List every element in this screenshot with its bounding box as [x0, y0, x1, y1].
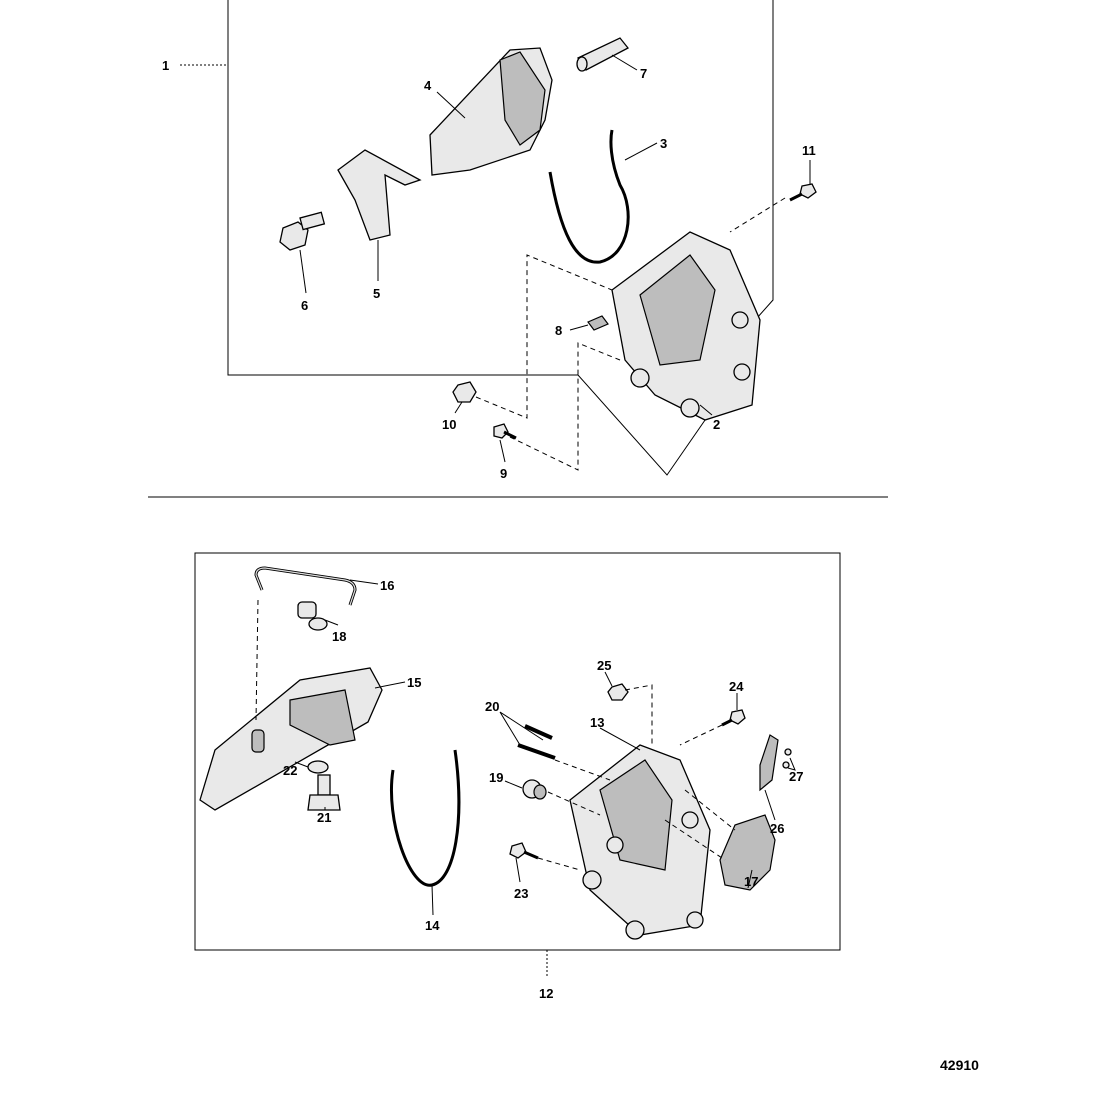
- leader: [515, 857, 521, 883]
- callout-22: 22: [283, 763, 297, 778]
- part-2-housing: [611, 231, 761, 421]
- callout-7: 7: [640, 66, 647, 81]
- callout-3: 3: [660, 136, 667, 151]
- part-18-fitting: [297, 601, 328, 631]
- part-21-bolt: [307, 774, 341, 811]
- callout-16: 16: [380, 578, 394, 593]
- part-20-screws: [517, 724, 556, 760]
- leader: [604, 671, 613, 687]
- callout-12: 12: [539, 986, 553, 1001]
- callout-14: 14: [425, 918, 440, 933]
- part-17-switch: [719, 814, 776, 891]
- part-15-cover: [199, 667, 383, 811]
- leader: [374, 681, 406, 689]
- assembly-line: [679, 724, 723, 746]
- callout-21: 21: [317, 810, 331, 825]
- callout-11: 11: [802, 143, 816, 158]
- leader: [599, 727, 641, 751]
- leader: [624, 142, 658, 161]
- callout-20: 20: [485, 699, 499, 714]
- callout-26: 26: [770, 821, 784, 836]
- leader: [764, 789, 776, 821]
- part-27-screws: [782, 748, 792, 769]
- part-7-pin: [576, 37, 630, 72]
- callout-27: 27: [789, 769, 803, 784]
- part-26-bracket: [759, 734, 779, 792]
- lower-kit-outline: [194, 552, 841, 951]
- callout-10: 10: [442, 417, 456, 432]
- leader: [454, 401, 463, 414]
- leader: [294, 761, 309, 768]
- callout-5: 5: [373, 286, 380, 301]
- assembly-line: [547, 791, 601, 816]
- callout-19: 19: [489, 770, 503, 785]
- leader: [349, 579, 379, 585]
- part-23-screw: [509, 842, 539, 860]
- part-11-screw: [789, 183, 817, 202]
- figure-number: 42910: [940, 1057, 979, 1073]
- leader: [499, 439, 506, 463]
- callout-2: 2: [713, 417, 720, 432]
- part-8-key: [587, 315, 609, 331]
- assembly-line: [729, 197, 786, 233]
- leader: [324, 619, 339, 626]
- assembly-line: [475, 254, 613, 419]
- callout-9: 9: [500, 466, 507, 481]
- assembly-line: [664, 819, 726, 861]
- leader: [504, 780, 523, 789]
- callout-23: 23: [514, 886, 528, 901]
- leader: [436, 91, 466, 119]
- callout-25: 25: [597, 658, 611, 673]
- assembly-line: [537, 857, 581, 871]
- assembly-line: [509, 342, 621, 471]
- part-10-nut: [452, 381, 477, 403]
- part-6-bolt: [279, 211, 326, 251]
- assembly-line: [684, 789, 736, 831]
- part-14-wire: [390, 749, 461, 887]
- part-9-screw: [493, 423, 517, 440]
- callout-6: 6: [301, 298, 308, 313]
- leader: [431, 884, 434, 916]
- callout-15: 15: [407, 675, 421, 690]
- assembly-line: [554, 759, 611, 781]
- callout-24: 24: [729, 679, 744, 694]
- part-19-grommet: [522, 779, 547, 800]
- leader: [747, 869, 753, 889]
- leader: [569, 324, 589, 331]
- part-25-nut: [607, 683, 629, 701]
- part-13-housing: [569, 744, 711, 940]
- callout-1: 1: [162, 58, 169, 73]
- part-22-washer: [307, 760, 329, 774]
- part-4-cover: [429, 47, 553, 176]
- callout-8: 8: [555, 323, 562, 338]
- leader: [787, 757, 796, 771]
- callout-17: 17: [744, 874, 758, 889]
- part-24-screw: [721, 709, 746, 727]
- callout-4: 4: [424, 78, 432, 93]
- callout-18: 18: [332, 629, 346, 644]
- assembly-line: [624, 684, 653, 745]
- assembly-line: [255, 599, 259, 721]
- leader: [499, 711, 544, 746]
- leader: [699, 404, 713, 416]
- part-5-bracket: [337, 149, 422, 241]
- leader: [299, 249, 307, 294]
- callout-13: 13: [590, 715, 604, 730]
- part-3-wire: [548, 129, 630, 264]
- leader: [611, 54, 638, 71]
